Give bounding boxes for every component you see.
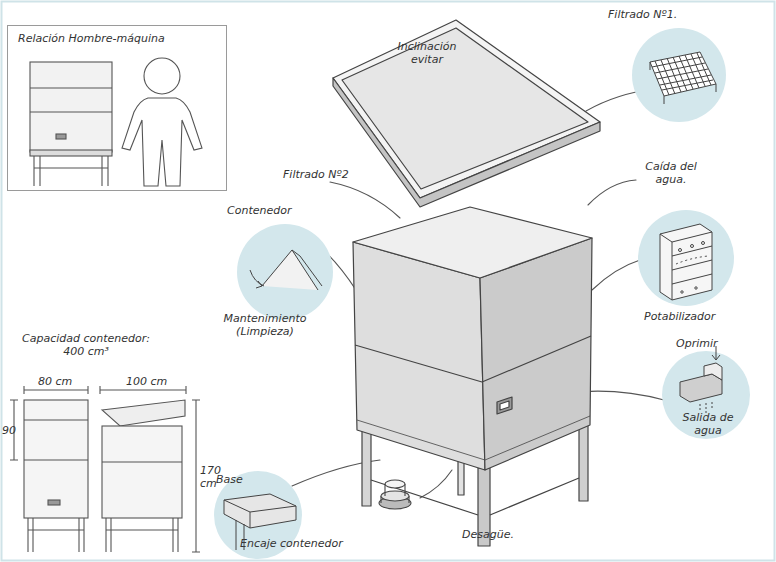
callout-heading: Contenedor [227, 204, 317, 217]
part-label: Caída del agua. [636, 160, 706, 186]
tap-detail [680, 346, 722, 413]
orthographic-views [10, 386, 200, 552]
detail-circle: BaseEncaje contenedor [214, 471, 302, 559]
water-filter-device [333, 20, 600, 546]
part-label: Capacidad contenedor: 400 cm³ [16, 332, 156, 358]
leader-line [588, 180, 636, 205]
frame-box: Relación Hombre-máquina [7, 25, 227, 191]
part-label: 100 cm [126, 375, 186, 388]
part-label: Desagüe. [462, 528, 532, 541]
callout-note: Mantenimiento (Limpieza) [223, 312, 307, 338]
callout-note: Salida de agua [678, 411, 738, 437]
detail-circle: ContenedorMantenimiento (Limpieza) [237, 224, 333, 320]
leader-line [592, 260, 640, 290]
part-label: Filtrado Nº2 [283, 168, 363, 181]
part-label: 90 [2, 424, 22, 437]
filter-mesh [650, 52, 716, 104]
drain-icon [379, 480, 411, 509]
base-detail [224, 494, 296, 550]
callout-note: Encaje contenedor [240, 537, 360, 550]
detail-circle: Potabilizador [638, 210, 734, 306]
container-flap [250, 250, 322, 290]
callout-heading: Relación Hombre-máquina [18, 32, 218, 45]
callout-heading: Base [216, 473, 256, 486]
part-label: Inclinación evitar [392, 40, 462, 66]
ergonomics-sketch [30, 58, 202, 186]
detail-circle: OprimirSalida de agua [662, 351, 750, 439]
callout-heading: Filtrado Nº1. [608, 8, 698, 21]
part-label: 170 cm [200, 464, 230, 490]
part-label: 80 cm [38, 375, 88, 388]
callout-heading: Oprimir [676, 337, 736, 350]
filter-layers [660, 224, 712, 300]
detail-circle: Filtrado Nº1. [632, 28, 726, 122]
leader-line [420, 470, 452, 498]
callout-heading: Potabilizador [644, 310, 734, 323]
leader-line [330, 182, 400, 218]
